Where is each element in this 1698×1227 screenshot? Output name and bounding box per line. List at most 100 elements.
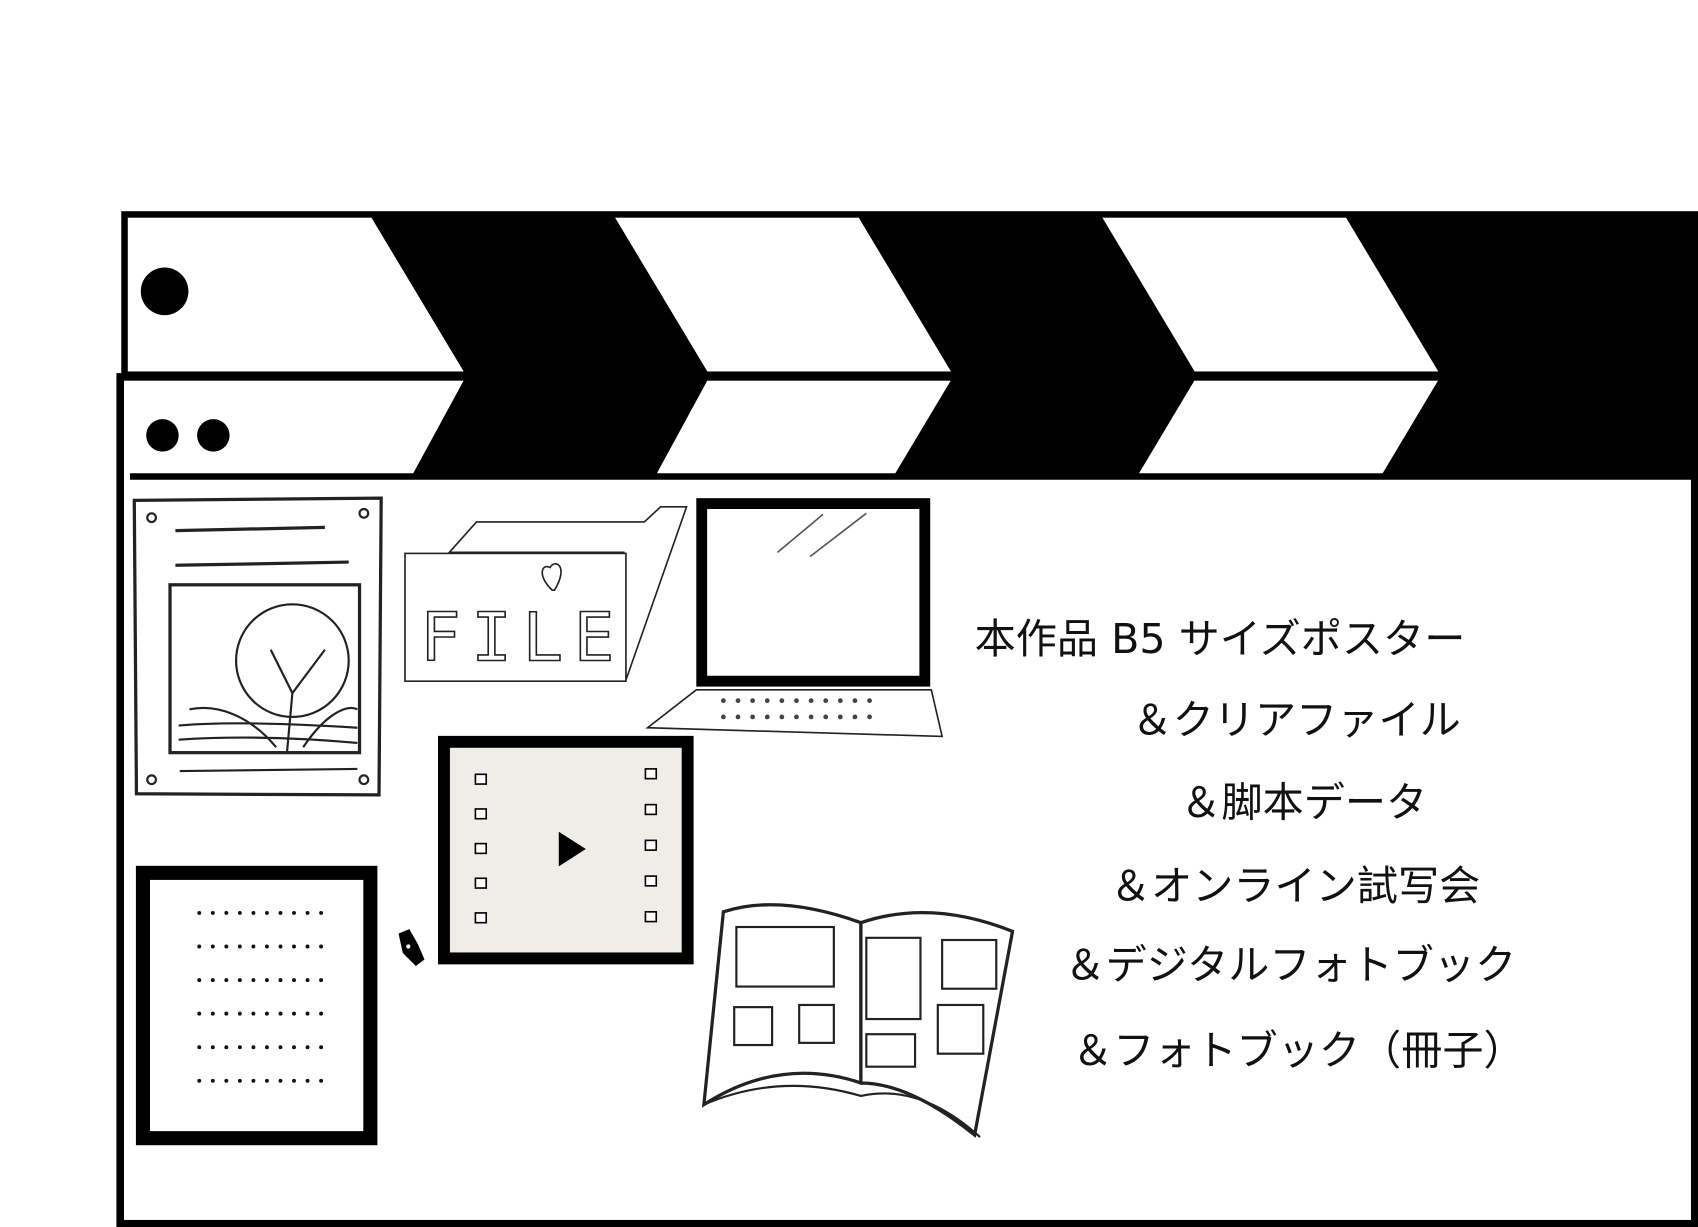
- text-dot: [264, 944, 269, 949]
- text-dot: [210, 910, 215, 915]
- text-dot: [197, 1011, 202, 1016]
- file-folder-icon: FILE: [404, 506, 688, 682]
- text-dot: [210, 978, 215, 983]
- folder-label: FILE: [420, 599, 625, 677]
- text-dot: [251, 910, 256, 915]
- text-dot: [305, 1078, 310, 1083]
- keyboard-key: [852, 714, 858, 720]
- text-dot: [292, 1045, 296, 1050]
- text-dot: [278, 978, 283, 983]
- film-sprocket: [474, 842, 488, 855]
- text-dot: [319, 944, 324, 949]
- text-dot: [210, 1078, 215, 1083]
- keyboard-key: [823, 714, 829, 720]
- keyboard-key: [837, 698, 843, 704]
- text-dot: [210, 944, 215, 949]
- product-line: 本作品 B5 サイズポスター: [975, 615, 1466, 663]
- keyboard-key: [867, 698, 872, 704]
- photobook-icon: [701, 903, 1015, 1138]
- keyboard-key: [823, 698, 829, 704]
- text-dot: [224, 1011, 229, 1016]
- film-sprocket: [644, 911, 658, 923]
- text-dot: [305, 910, 310, 915]
- text-dot: [305, 1045, 310, 1050]
- film-sprocket: [644, 803, 658, 816]
- text-dot: [278, 910, 283, 915]
- keyboard-key: [750, 714, 756, 720]
- text-dot: [319, 1011, 324, 1016]
- clapper-top-stick: [121, 211, 1698, 378]
- text-dot: [292, 944, 296, 949]
- text-dot: [197, 944, 202, 949]
- text-dot: [292, 1011, 296, 1016]
- text-dot: [264, 910, 269, 915]
- text-dot: [319, 1078, 324, 1083]
- keyboard-key: [764, 698, 770, 704]
- text-dot: [292, 978, 296, 983]
- keyboard-key: [721, 698, 726, 704]
- product-line: ＆クリアファイル: [1132, 696, 1461, 744]
- text-dot: [197, 1045, 202, 1050]
- text-dot: [305, 978, 310, 983]
- hinge-dot: [140, 267, 189, 316]
- text-dot: [264, 1011, 269, 1016]
- text-dot: [224, 978, 229, 983]
- text-dot: [197, 910, 202, 915]
- text-dot: [210, 1045, 215, 1050]
- text-dot: [197, 1078, 202, 1083]
- play-icon: [558, 831, 586, 867]
- film-sprocket: [474, 773, 488, 785]
- text-dot: [237, 944, 242, 949]
- film-sprocket: [644, 875, 658, 887]
- text-dot: [251, 1078, 256, 1083]
- product-line: ＆脚本データ: [1180, 779, 1427, 827]
- poster-icon: [132, 496, 383, 797]
- text-dot: [251, 1045, 256, 1050]
- text-dot: [224, 944, 229, 949]
- keyboard-key: [852, 698, 858, 704]
- text-dot: [305, 1011, 310, 1016]
- text-dot: [292, 1078, 296, 1083]
- keyboard-key: [794, 714, 799, 720]
- laptop-icon: [645, 498, 944, 738]
- text-dot: [264, 1078, 269, 1083]
- text-dot: [197, 978, 202, 983]
- text-dot: [251, 944, 256, 949]
- text-dot: [224, 910, 229, 915]
- text-dot: [264, 978, 269, 983]
- text-dot: [319, 978, 324, 983]
- text-dot: [237, 1045, 242, 1050]
- text-dot: [278, 1045, 283, 1050]
- text-dot: [210, 1011, 215, 1016]
- keyboard-key: [779, 714, 785, 720]
- text-dot: [264, 1045, 269, 1050]
- product-list: 本作品 B5 サイズポスター ＆クリアファイル ＆脚本データ ＆オンライン試写会…: [975, 615, 1525, 1075]
- keyboard-key: [794, 698, 799, 704]
- text-dot: [224, 1078, 229, 1083]
- film-sprocket: [474, 912, 488, 924]
- keyboard-key: [750, 698, 756, 704]
- text-dot: [319, 910, 324, 915]
- keyboard-key: [764, 714, 770, 720]
- product-line: ＆オンライン試写会: [1110, 862, 1480, 910]
- text-dot: [319, 1045, 324, 1050]
- keyboard-key: [779, 698, 785, 704]
- text-dot: [305, 944, 310, 949]
- text-dot: [224, 1045, 229, 1050]
- text-dot: [278, 944, 283, 949]
- keyboard-key: [837, 714, 843, 720]
- product-line: ＆デジタルフォトブック: [1064, 941, 1516, 989]
- text-dot: [278, 1078, 283, 1083]
- film-sprocket: [474, 808, 488, 820]
- video-player-icon: [438, 735, 694, 965]
- document-icon: [135, 865, 378, 1146]
- text-dot: [278, 1011, 283, 1016]
- text-dot: [251, 978, 256, 983]
- film-sprocket: [474, 877, 488, 889]
- text-dot: [292, 910, 296, 915]
- text-dot: [237, 978, 242, 983]
- keyboard-key: [808, 714, 814, 720]
- keyboard-key: [808, 698, 814, 704]
- keyboard-key: [735, 698, 741, 704]
